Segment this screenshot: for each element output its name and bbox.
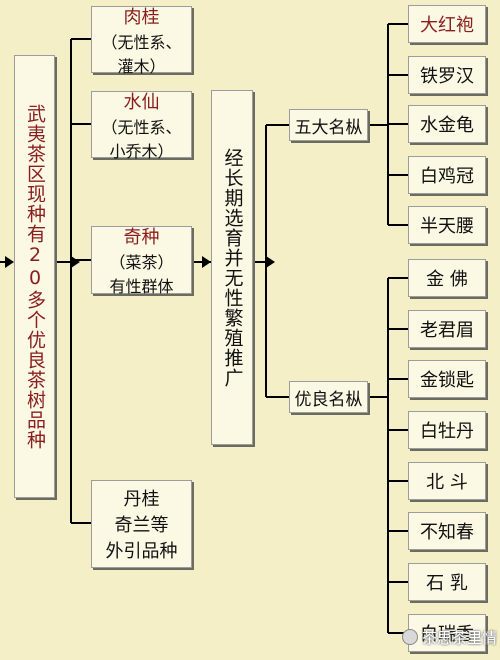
- cultivar-node: 水金龟: [408, 105, 486, 143]
- cultivar-label: 铁罗汉: [420, 66, 474, 87]
- variety-name: 肉桂: [123, 6, 160, 28]
- cultivar-node: 金锁匙: [408, 360, 486, 398]
- group-node-famous-five: 五大名枞: [289, 109, 368, 141]
- cultivar-label: 大红袍: [420, 15, 474, 36]
- root-node: 武夷茶区现种有20多个优良茶树品种: [14, 55, 55, 498]
- cultivar-label: 金 佛: [426, 269, 468, 290]
- watermark-text: 茶思茶里情: [422, 628, 498, 647]
- variety-desc-line: 丹桂: [123, 489, 160, 510]
- variety-desc-line: 灌木）: [117, 56, 166, 76]
- cultivar-node: 老君眉: [408, 310, 486, 348]
- variety-node-qizhong: 奇种 （菜茶） 有性群体: [91, 226, 192, 296]
- arrowhead-selection: [202, 256, 211, 268]
- cultivar-label: 白瑞香: [420, 624, 474, 645]
- cultivar-node: 白鸡冠: [408, 156, 486, 194]
- cultivar-node: 金 佛: [408, 259, 486, 297]
- cultivar-label: 石 乳: [426, 573, 468, 594]
- variety-desc-line: （无性系、: [101, 32, 182, 52]
- cultivar-label: 金锁匙: [420, 370, 474, 391]
- variety-desc-line: 奇兰等: [114, 515, 169, 536]
- variety-name: 奇种: [123, 227, 160, 248]
- variety-desc-line: 小乔木）: [109, 141, 174, 161]
- variety-node-rougui: 肉桂 （无性系、 灌木）: [91, 6, 192, 76]
- cultivar-label: 老君眉: [420, 320, 474, 341]
- watermark: 茶思茶里情: [402, 624, 497, 650]
- root-label: 武夷茶区现种有20多个优良茶树品种: [24, 103, 46, 450]
- selection-label: 经长期选育并无性繁殖推广: [221, 147, 244, 388]
- cultivar-node: 白瑞香: [408, 614, 486, 652]
- variety-desc-line: （无性系、: [101, 117, 182, 137]
- group-node-fine: 优良名枞: [289, 381, 368, 413]
- cultivar-node: 不知春: [408, 512, 486, 550]
- cultivar-label: 北 斗: [426, 472, 468, 493]
- group-label: 五大名枞: [294, 117, 363, 138]
- cultivar-label: 白鸡冠: [420, 166, 474, 187]
- cultivar-node: 半天腰: [408, 206, 486, 244]
- cultivar-node: 北 斗: [408, 462, 486, 500]
- arrowhead-root: [5, 256, 14, 268]
- cultivar-node: 石 乳: [408, 563, 486, 601]
- variety-name: 水仙: [123, 91, 160, 113]
- variety-node-shuixian: 水仙 （无性系、 小乔木）: [91, 91, 192, 161]
- cultivar-label: 不知春: [420, 522, 474, 543]
- arrowhead-bus: [71, 256, 80, 268]
- cultivar-node: 白牡丹: [408, 411, 486, 449]
- cultivar-label: 水金龟: [420, 115, 474, 136]
- cultivar-label: 白牡丹: [420, 421, 474, 442]
- variety-desc-line: 有性群体: [109, 277, 174, 296]
- arrowhead-groups: [266, 256, 275, 268]
- group-label: 优良名枞: [294, 389, 363, 410]
- selection-node: 经长期选育并无性繁殖推广: [211, 90, 253, 445]
- cultivar-node: 大红袍: [408, 5, 486, 43]
- variety-desc-line: （菜茶）: [109, 253, 174, 272]
- cultivar-node: 铁罗汉: [408, 56, 486, 94]
- cultivar-label: 半天腰: [420, 216, 474, 237]
- variety-desc-line: 外引品种: [105, 541, 178, 562]
- wechat-icon: [402, 629, 418, 645]
- variety-node-imported: 丹桂 奇兰等 外引品种: [91, 480, 192, 568]
